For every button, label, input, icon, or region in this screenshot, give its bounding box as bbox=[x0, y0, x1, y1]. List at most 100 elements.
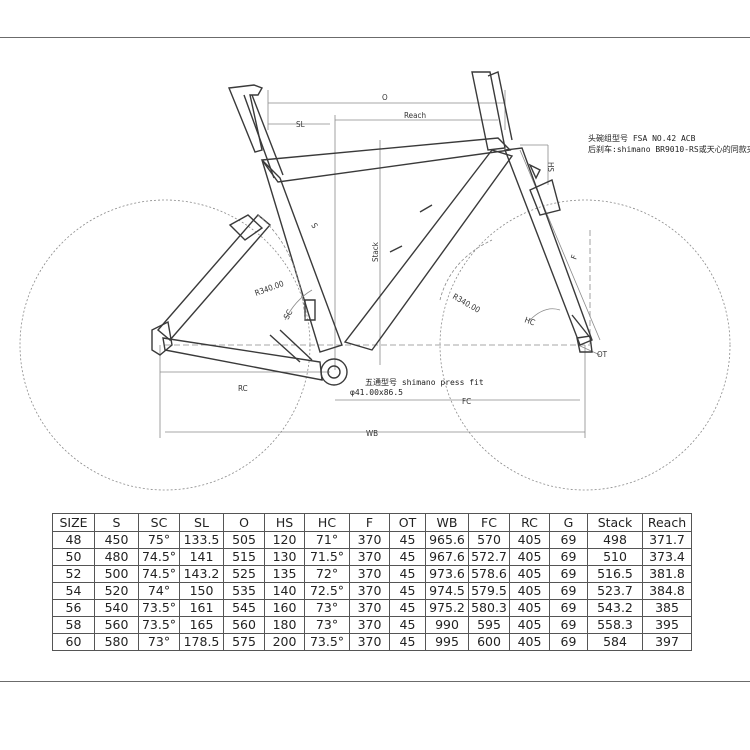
table-cell: 60 bbox=[52, 633, 95, 651]
header-g: G bbox=[549, 513, 588, 532]
note-brake: 后刹车:shimano BR9010-RS或天心的同款夹器 bbox=[588, 144, 750, 154]
table-cell: 965.6 bbox=[425, 531, 469, 549]
table-cell: 75° bbox=[138, 531, 180, 549]
table-cell: 50 bbox=[52, 548, 95, 566]
table-row: 50 480 74.5° 141 515 130 71.5° 370 45 96… bbox=[52, 548, 692, 566]
table-cell: 520 bbox=[94, 582, 139, 600]
dim-label-fc: FC bbox=[462, 397, 471, 406]
table-row: 52 500 74.5° 143.2 525 135 72° 370 45 97… bbox=[52, 565, 692, 583]
table-cell: 580.3 bbox=[468, 599, 510, 617]
table-cell: 160 bbox=[264, 599, 305, 617]
table-cell: 510 bbox=[587, 548, 643, 566]
table-cell: 516.5 bbox=[587, 565, 643, 583]
table-cell: 405 bbox=[509, 599, 550, 617]
table-cell: 72° bbox=[304, 565, 350, 583]
table-cell: 543.2 bbox=[587, 599, 643, 617]
table-cell: 370 bbox=[349, 599, 390, 617]
table-cell: 505 bbox=[223, 531, 265, 549]
table-cell: 373.4 bbox=[642, 548, 692, 566]
table-cell: 45 bbox=[389, 582, 426, 600]
table-cell: 973.6 bbox=[425, 565, 469, 583]
table-cell: 133.5 bbox=[179, 531, 224, 549]
table-cell: 73.5° bbox=[304, 633, 350, 651]
table-cell: 71.5° bbox=[304, 548, 350, 566]
table-cell: 45 bbox=[389, 565, 426, 583]
table-cell: 498 bbox=[587, 531, 643, 549]
header-stack: Stack bbox=[587, 513, 643, 532]
header-wb: WB bbox=[425, 513, 469, 532]
table-cell: 515 bbox=[223, 548, 265, 566]
table-cell: 381.8 bbox=[642, 565, 692, 583]
dim-label-ot: OT bbox=[597, 350, 608, 359]
header-o: O bbox=[223, 513, 265, 532]
table-cell: 58 bbox=[52, 616, 95, 634]
top-border-line bbox=[0, 37, 750, 38]
header-s: S bbox=[94, 513, 139, 532]
table-cell: 405 bbox=[509, 565, 550, 583]
table-cell: 370 bbox=[349, 548, 390, 566]
table-cell: 370 bbox=[349, 616, 390, 634]
dim-label-hs: HS bbox=[546, 162, 555, 172]
table-cell: 990 bbox=[425, 616, 469, 634]
table-cell: 73° bbox=[304, 599, 350, 617]
table-cell: 45 bbox=[389, 616, 426, 634]
table-cell: 384.8 bbox=[642, 582, 692, 600]
table-cell: 140 bbox=[264, 582, 305, 600]
table-cell: 180 bbox=[264, 616, 305, 634]
table-row: 60 580 73° 178.5 575 200 73.5° 370 45 99… bbox=[52, 633, 692, 651]
table-cell: 572.7 bbox=[468, 548, 510, 566]
dim-label-s: S bbox=[309, 222, 319, 231]
table-cell: 69 bbox=[549, 582, 588, 600]
table-cell: 161 bbox=[179, 599, 224, 617]
table-cell: 73° bbox=[304, 616, 350, 634]
dim-label-reach: Reach bbox=[404, 111, 426, 120]
note-bb-size: φ41.00x86.5 bbox=[350, 388, 403, 397]
table-cell: 975.2 bbox=[425, 599, 469, 617]
table-cell: 45 bbox=[389, 531, 426, 549]
table-cell: 535 bbox=[223, 582, 265, 600]
table-cell: 45 bbox=[389, 633, 426, 651]
table-cell: 54 bbox=[52, 582, 95, 600]
table-cell: 385 bbox=[642, 599, 692, 617]
dim-label-sl: SL bbox=[296, 120, 305, 129]
table-cell: 71° bbox=[304, 531, 350, 549]
table-cell: 967.6 bbox=[425, 548, 469, 566]
table-cell: 73.5° bbox=[138, 616, 180, 634]
table-cell: 150 bbox=[179, 582, 224, 600]
bottom-border-line bbox=[0, 681, 750, 682]
header-reach: Reach bbox=[642, 513, 692, 532]
table-cell: 480 bbox=[94, 548, 139, 566]
table-cell: 580 bbox=[94, 633, 139, 651]
table-cell: 370 bbox=[349, 582, 390, 600]
table-cell: 74.5° bbox=[138, 565, 180, 583]
table-cell: 74.5° bbox=[138, 548, 180, 566]
dim-label-hc: HC bbox=[523, 315, 536, 327]
dim-label-sc: SC bbox=[282, 308, 295, 321]
table-cell: 74° bbox=[138, 582, 180, 600]
table-header-row: SIZE S SC SL O HS HC F OT WB FC RC G Sta… bbox=[52, 513, 692, 532]
table-cell: 370 bbox=[349, 565, 390, 583]
table-cell: 370 bbox=[349, 531, 390, 549]
header-sl: SL bbox=[179, 513, 224, 532]
table-cell: 69 bbox=[549, 633, 588, 651]
header-fc: FC bbox=[468, 513, 510, 532]
table-cell: 600 bbox=[468, 633, 510, 651]
table-cell: 450 bbox=[94, 531, 139, 549]
note-headset: 头碗组型号 FSA NO.42 ACB bbox=[588, 133, 696, 143]
dim-label-stack: Stack bbox=[371, 241, 380, 262]
table-cell: 69 bbox=[549, 548, 588, 566]
table-cell: 500 bbox=[94, 565, 139, 583]
geometry-table: SIZE S SC SL O HS HC F OT WB FC RC G Sta… bbox=[52, 513, 692, 651]
table-cell: 579.5 bbox=[468, 582, 510, 600]
table-cell: 974.5 bbox=[425, 582, 469, 600]
note-bb-type: 五通型号 shimano press fit bbox=[365, 377, 484, 387]
table-cell: 141 bbox=[179, 548, 224, 566]
table-cell: 371.7 bbox=[642, 531, 692, 549]
header-f: F bbox=[349, 513, 390, 532]
table-cell: 72.5° bbox=[304, 582, 350, 600]
table-cell: 56 bbox=[52, 599, 95, 617]
table-cell: 578.6 bbox=[468, 565, 510, 583]
dim-label-r-front: R340.00 bbox=[451, 292, 482, 315]
dim-label-r-rear: R340.00 bbox=[254, 279, 286, 298]
